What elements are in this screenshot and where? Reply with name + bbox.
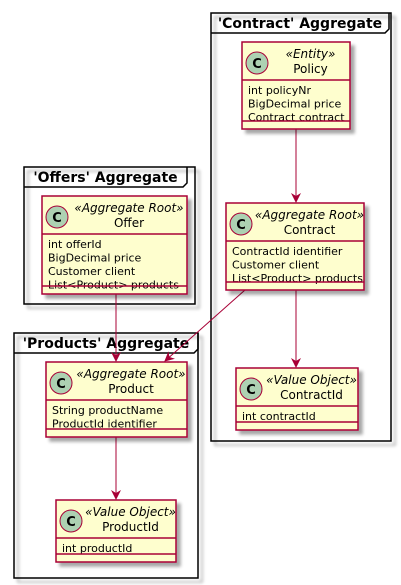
class-c-icon [59,509,83,533]
class-attribute: BigDecimal price [48,252,142,265]
class-offer[interactable]: C «Aggregate Root»Offer int offerIdBigDeci… [41,195,188,295]
class-stereotype: «Aggregate Root» [76,367,185,381]
package-tab [24,167,188,188]
class-name: Contract [284,223,336,237]
class-stereotype: «Value Object» [266,373,357,387]
class-attribute: List<Product> products [232,272,363,285]
package-frame [210,12,392,442]
class-attribute: String productName [52,404,163,417]
class-box [235,367,359,431]
class-c-icon [245,51,269,75]
class-c-icon [49,371,73,395]
package-tab [211,13,390,34]
class-c-icon [45,205,69,229]
class-stereotype: «Value Object» [85,505,176,519]
class-attribute: List<Product> products [48,279,179,292]
class-c-letter: C [236,218,246,233]
class-attribute: int offerId [48,238,102,251]
package-title: 'Contract' Aggregate [218,16,382,32]
class-c-letter: C [52,211,62,226]
class-name: ProductId [102,520,159,534]
class-attribute: BigDecimal price [248,98,342,111]
class-attribute: Customer client [48,265,136,278]
class-attribute: int productId [62,542,132,555]
relation-arrow-contract-to-product [164,289,246,362]
class-c-icon [229,212,253,236]
class-attribute: Customer client [232,259,320,272]
class-name: ContractId [280,388,343,402]
class-name: Policy [293,62,328,76]
class-stereotype: «Entity» [286,47,336,61]
class-c-letter: C [56,377,66,392]
class-name: Product [108,382,154,396]
class-productid[interactable]: C «Value Object»ProductId int productId [55,499,177,563]
package-offers: 'Offers' Aggregate [23,166,196,305]
class-contractid[interactable]: C «Value Object»ContractId int contractId [235,367,359,431]
class-attribute: int policyNr [248,84,311,97]
package-products: 'Products' Aggregate [13,332,199,579]
class-c-icon [239,377,263,401]
package-title: 'Products' Aggregate [23,336,189,352]
class-attribute: int contractId [242,410,316,423]
class-stereotype: «Aggregate Root» [255,208,364,222]
class-c-letter: C [66,515,76,530]
class-stereotype: «Aggregate Root» [74,201,183,215]
class-attribute: ProductId identifier [52,418,157,431]
package-frame [13,332,199,579]
package-contract: 'Contract' Aggregate [210,12,392,442]
class-attribute: ContractId identifier [232,245,343,258]
class-name: Offer [114,216,144,230]
package-frame [23,166,196,305]
class-c-letter: C [252,57,262,72]
package-title: 'Offers' Aggregate [33,170,177,186]
package-tab [14,333,199,354]
class-attribute: Contract contract [248,111,345,124]
class-c-letter: C [246,383,256,398]
